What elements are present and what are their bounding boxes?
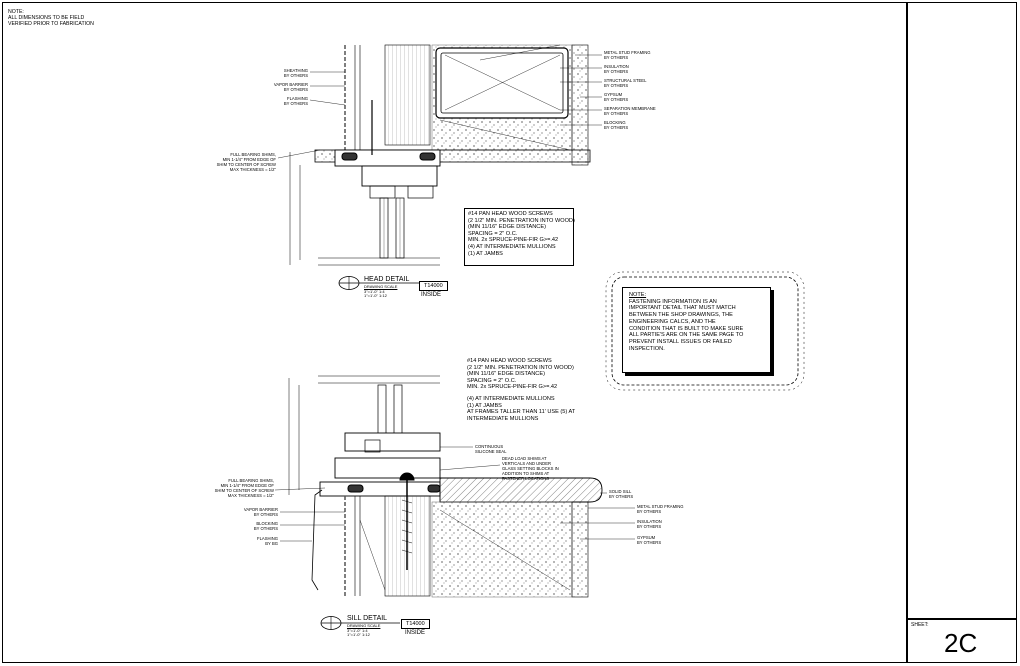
fastening-note-line: ALL PARTIE'S ARE ON THE SAME PAGE TO <box>629 332 744 339</box>
sill-scale-2: 1"=1'-0" 1:12 <box>347 632 370 638</box>
sill-label-silicone-seal: CONTINUOUS SILICONE SEAL <box>475 444 507 454</box>
sheet-number: 2C <box>944 628 978 658</box>
sill-scale-1: 3"=1'-0" 1:4 <box>347 627 368 633</box>
head-detail-drawing <box>277 44 602 266</box>
fastening-note-line: BETWEEN THE SHOP DRAWINGS, THE <box>629 312 733 319</box>
spec-line: MIN. 2x SPRUCE-PINE-FIR G>=.42 <box>468 237 559 244</box>
title-block-divider <box>906 2 908 663</box>
sill-fastener-spec: #14 PAN HEAD WOOD SCREWS (2 1/2" MIN. PE… <box>464 356 586 434</box>
sheet-label: SHEET: <box>911 622 929 628</box>
sill-detail-inside: INSIDE <box>405 630 426 636</box>
spec-line: MIN. 2x SPRUCE-PINE-FIR G>=.42 <box>467 384 558 391</box>
fastening-note-line: INSPECTION. <box>629 345 665 352</box>
head-scale-label: DRAWING SCALE <box>364 284 398 289</box>
general-note-line: VERIFIED PRIOR TO FABRICATION <box>8 21 94 28</box>
sill-detail-drawing <box>274 375 635 598</box>
head-detail-title: HEAD DETAIL <box>364 276 410 283</box>
spec-line: #14 PAN HEAD WOOD SCREWS <box>468 211 553 217</box>
head-scale-1: 3"=1'-0" 1:4 <box>364 288 385 294</box>
spec-line: #14 PAN HEAD WOOD SCREWS <box>467 358 552 364</box>
sill-label-blocking: BLOCKING BY OTHERS <box>253 521 278 531</box>
sill-label-gypsum: GYPSUM BY OTHERS <box>637 535 662 545</box>
head-label-metal-stud: METAL STUD FRAMING BY OTHERS <box>604 50 651 60</box>
spec-line: (2 1/2" MIN. PENETRATION INTO WOOD) <box>467 364 574 371</box>
sheet-box-divider <box>906 618 1017 620</box>
sill-label-insulation: INSULATION BY OTHERS <box>637 519 662 529</box>
spec-line: (4) AT INTERMEDIATE MULLIONS <box>467 395 555 402</box>
sill-label-bearing-shims: FULL BEARING SHIMS, MIN 1-1/4" FROM EDGE… <box>214 478 274 498</box>
fastening-note-box: NOTE: FASTENING INFORMATION IS AN IMPORT… <box>622 287 771 373</box>
fastening-note-title: NOTE: <box>629 292 647 298</box>
fastening-note-line: ENGINEERING CALCS, AND THE <box>629 318 716 325</box>
head-label-bearing-shims: FULL BEARING SHIMS, MIN 1-1/4" FROM EDGE… <box>216 152 276 172</box>
head-label-separation-membrane: SEPARATION MEMBRANE BY OTHERS <box>604 106 656 116</box>
note-cloud <box>605 271 805 391</box>
head-detail-tag: T14000 <box>419 281 448 291</box>
head-label-blocking: BLOCKING BY OTHERS <box>604 120 629 130</box>
sill-detail-tag: T14000 <box>401 619 430 629</box>
fastening-note-line: CONDITION THAT IS BUILT TO MAKE SURE <box>629 325 744 332</box>
head-label-vapor-barrier: VAPOR BARRIER BY OTHERS <box>273 82 308 92</box>
general-note: NOTE: ALL DIMENSIONS TO BE FIELD VERIFIE… <box>8 9 94 28</box>
spec-line: (MIN 11/16" EDGE DISTANCE) <box>468 224 546 231</box>
head-detail-title-block: HEAD DETAIL DRAWING SCALE 3"=1'-0" 1:4 1… <box>364 276 409 299</box>
sill-detail-title-block: SILL DETAIL DRAWING SCALE 3"=1'-0" 1:4 1… <box>347 615 387 638</box>
head-detail-symbol <box>338 276 420 290</box>
spec-line: (MIN 11/16" EDGE DISTANCE) <box>467 371 545 378</box>
sill-label-vapor-barrier: VAPOR BARRIER BY OTHERS <box>243 507 278 517</box>
spec-line: SPACING = 2" O.C. <box>467 377 517 384</box>
sill-detail-symbol <box>320 616 400 630</box>
sill-scale-label: DRAWING SCALE <box>347 623 381 628</box>
spec-line: (1) AT JAMBS <box>468 250 503 257</box>
head-label-insulation: INSULATION BY OTHERS <box>604 64 629 74</box>
head-label-gypsum: GYPSUM BY OTHERS <box>604 92 629 102</box>
sill-label-metal-stud: METAL STUD FRAMING BY OTHERS <box>637 504 684 514</box>
head-label-flashing: FLASHING BY OTHERS <box>283 96 308 106</box>
head-detail-inside: INSIDE <box>421 292 442 298</box>
sill-detail-title: SILL DETAIL <box>347 615 388 622</box>
fastening-note-line: FASTENING INFORMATION IS AN <box>629 298 717 305</box>
sill-label-flashing: FLASHING BY BG <box>257 536 278 546</box>
spec-line: SPACING = 2" O.C. <box>468 230 518 237</box>
spec-line: (4) AT INTERMEDIATE MULLIONS <box>468 243 556 250</box>
general-note-line: ALL DIMENSIONS TO BE FIELD <box>8 15 85 22</box>
head-label-sheathing: SHEATHING BY OTHERS <box>283 68 308 78</box>
sill-label-solid-sill: SOLID SILL BY OTHERS <box>609 489 634 499</box>
fastening-note-line: PREVENT INSTALL ISSUES OR FAILED <box>629 338 732 345</box>
sill-label-dead-load-shims: DEAD LOAD SHIMS AT VERTICALS AND UNDER G… <box>502 456 559 481</box>
spec-line: INTERMEDIATE MULLIONS <box>467 415 539 422</box>
head-fastener-spec: #14 PAN HEAD WOOD SCREWS (2 1/2" MIN. PE… <box>464 208 575 266</box>
spec-line: (1) AT JAMBS <box>467 402 502 409</box>
spec-line: AT FRAMES TALLER THAN 11' USE (5) AT <box>467 409 576 416</box>
general-note-title: NOTE: <box>8 9 24 15</box>
spec-line: (2 1/2" MIN. PENETRATION INTO WOOD) <box>468 217 575 224</box>
fastening-note-line: IMPORTANT DETAIL THAT MUST MATCH <box>629 305 736 312</box>
head-label-structural-steel: STRUCTURAL STEEL BY OTHERS <box>604 78 647 88</box>
head-scale-2: 1"=1'-0" 1:12 <box>364 293 387 299</box>
